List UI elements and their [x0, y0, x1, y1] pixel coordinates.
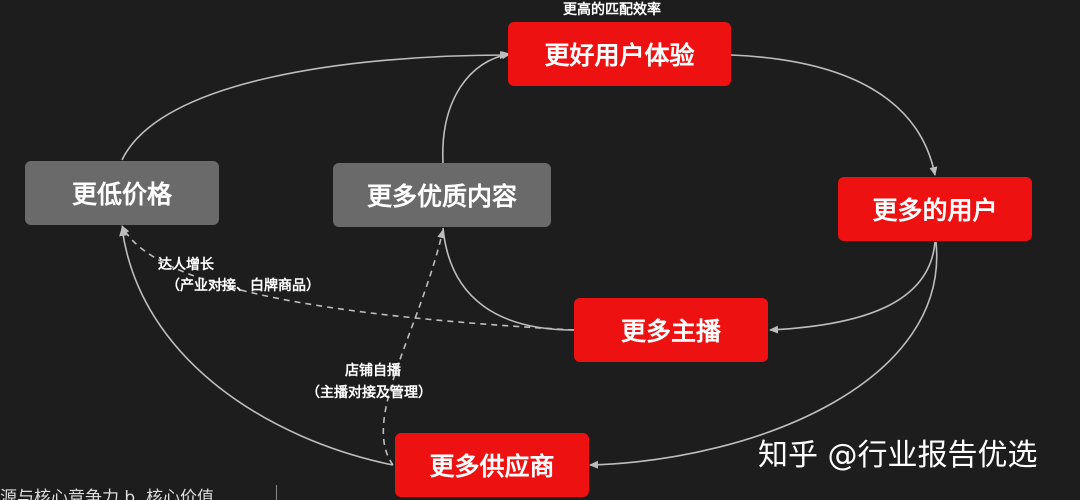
- arrow-streamers-to-content: [442, 227, 575, 331]
- node-better-experience: 更好用户体验: [508, 22, 731, 86]
- arrow-price-to-experience: [121, 51, 509, 161]
- node-more-suppliers: 更多供应商: [395, 433, 589, 497]
- label-store-live-detail: （主播对接及管理）: [306, 385, 432, 401]
- arrow-users-to-suppliers: [589, 241, 938, 469]
- arrow-experience-to-users: [730, 54, 938, 176]
- arrow-streamers-to-price-dashed: [121, 225, 575, 331]
- label-influencer-detail: （产业对接、白牌商品）: [166, 278, 320, 294]
- arrow-suppliers-to-content-dashed: [382, 229, 446, 466]
- label-store-live: 店铺自播: [345, 363, 401, 379]
- arrow-suppliers-to-price: [119, 227, 394, 466]
- watermark-text: 知乎 @行业报告优选: [758, 438, 1038, 473]
- label-top-efficiency: 更高的匹配效率: [563, 2, 661, 18]
- node-more-streamers: 更多主播: [574, 298, 768, 362]
- bottom-cutoff-text: 源与核心竞争力 b. 核心价值: [0, 485, 277, 500]
- node-more-users: 更多的用户: [838, 177, 1032, 241]
- node-quality-content: 更多优质内容: [333, 163, 551, 227]
- arrow-users-to-streamers: [769, 241, 936, 334]
- label-influencer-growth: 达人增长: [158, 257, 214, 273]
- arrow-content-to-experience: [442, 51, 511, 164]
- node-lower-price: 更低价格: [25, 161, 219, 225]
